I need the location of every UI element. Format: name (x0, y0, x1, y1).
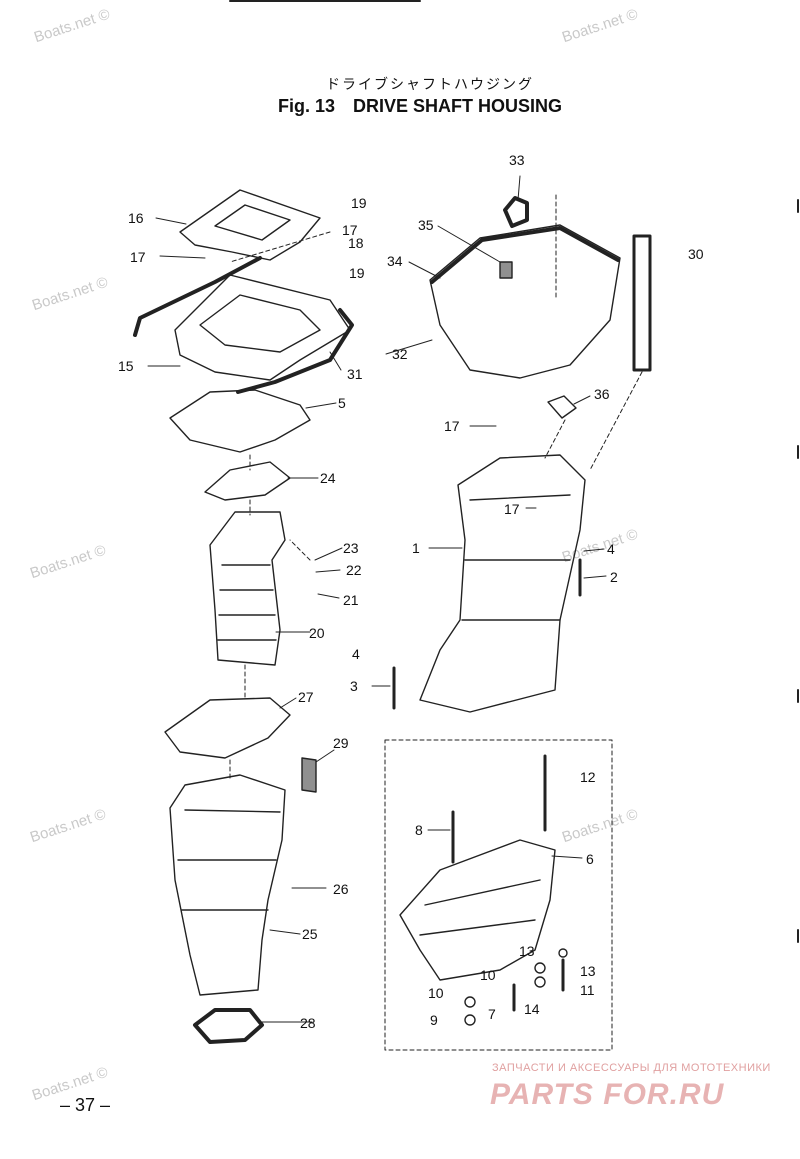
brand-logo: PARTS FOR.RU (490, 1078, 725, 1111)
part-label: 15 (118, 358, 134, 374)
part-1-ribs (461, 494, 571, 621)
part-label: 24 (320, 470, 336, 486)
figure-name: DRIVE SHAFT HOUSING (353, 96, 563, 116)
part-label: 5 (338, 395, 346, 411)
part-label: 17 (504, 501, 520, 517)
part-9-nut (464, 1014, 476, 1026)
title-japanese: ドライブシャフトハウジング (326, 76, 534, 92)
part-6-lower (399, 839, 556, 981)
part-label: 19 (351, 195, 367, 211)
part-label: 26 (333, 881, 349, 897)
part-33 (503, 196, 529, 228)
part-25-ribs (177, 809, 281, 911)
part-32-cover (429, 224, 621, 379)
part-label: 12 (580, 769, 596, 785)
part-label: 29 (333, 735, 349, 751)
part-31-gasket (133, 256, 262, 337)
part-label: 35 (418, 217, 434, 233)
part-1-housing (419, 454, 586, 713)
part-20-ribs (217, 564, 277, 641)
alignment-lines (229, 194, 643, 781)
part-label: 17 (342, 222, 358, 238)
part-label: 17 (444, 418, 460, 434)
figure-title: Fig. 13 DRIVE SHAFT HOUSING (0, 96, 800, 117)
part-36 (547, 395, 577, 419)
part-label: 23 (343, 540, 359, 556)
part-24 (204, 461, 291, 501)
part-6-ribs (419, 879, 541, 936)
part-15-detail (199, 294, 321, 353)
part-5-gasket (169, 389, 311, 453)
part-16-plate (179, 189, 321, 261)
part-label: 10 (428, 985, 444, 1001)
part-label: 34 (387, 253, 403, 269)
part-31-gasket-lower (236, 308, 354, 394)
part-label: 13 (580, 963, 596, 979)
part-label: 19 (349, 265, 365, 281)
figure-number: Fig. 13 (277, 96, 335, 116)
part-label: 20 (309, 625, 325, 641)
part-35-label (499, 261, 513, 279)
lower-group-frame (384, 739, 613, 1051)
part-label: 28 (300, 1015, 316, 1031)
part-label: 30 (688, 246, 704, 262)
part-label: 31 (347, 366, 363, 382)
part-label: 9 (430, 1012, 438, 1028)
part-label: 32 (392, 346, 408, 362)
part-label: 18 (348, 235, 364, 251)
part-label: 27 (298, 689, 314, 705)
part-label: 21 (343, 592, 359, 608)
part-label: 14 (524, 1001, 540, 1017)
part-28-gasket (193, 1008, 264, 1044)
part-label: 16 (128, 210, 144, 226)
part-label: 7 (488, 1006, 496, 1022)
part-25-pan (169, 774, 286, 996)
part-label: 6 (586, 851, 594, 867)
part-15-body (174, 274, 351, 381)
part-label: 25 (302, 926, 318, 942)
part-label: 4 (607, 541, 615, 557)
part-label: 13 (519, 943, 535, 959)
page-number: – 37 – (60, 1095, 111, 1115)
part-27-gasket (164, 697, 291, 759)
part-13-nut (534, 976, 546, 988)
part-10-washer-2 (534, 962, 546, 974)
part-13-washer (558, 948, 568, 958)
part-label: 33 (509, 152, 525, 168)
brand-subtitle: ЗАПЧАСТИ И АКСЕССУАРЫ ДЛЯ МОТОТЕХНИКИ (492, 1062, 771, 1074)
part-10-washer (464, 996, 476, 1008)
part-label: 8 (415, 822, 423, 838)
part-30-grommet (632, 234, 652, 372)
part-label: 1 (412, 540, 420, 556)
part-label: 2 (610, 569, 618, 585)
part-label: 17 (130, 249, 146, 265)
part-label: 22 (346, 562, 362, 578)
part-29 (301, 757, 317, 793)
part-16-detail (214, 204, 291, 241)
part-label: 4 (352, 646, 360, 662)
part-label: 36 (594, 386, 610, 402)
leader-lines (147, 175, 607, 1023)
part-34-seal (430, 226, 620, 284)
part-label: 11 (580, 982, 595, 998)
part-20-tube (209, 511, 286, 666)
part-label: 3 (350, 678, 358, 694)
part-label: 10 (480, 967, 496, 983)
